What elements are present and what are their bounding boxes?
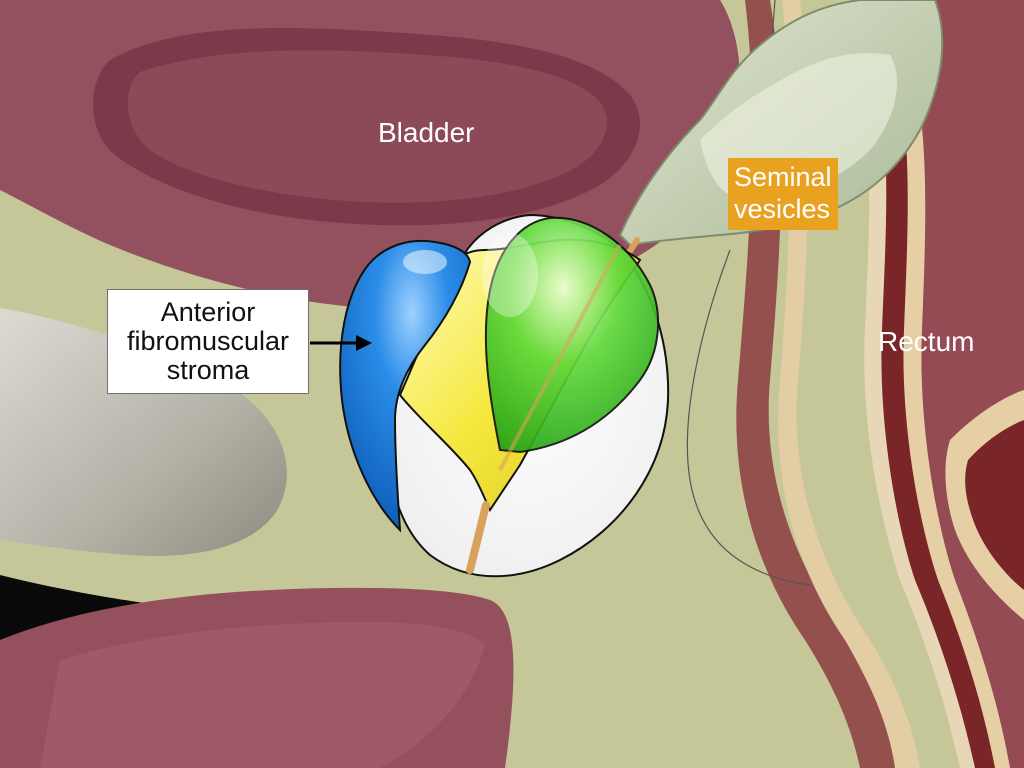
prostatic-urethra [466, 501, 490, 574]
seminal-vesicles-label: Seminal vesicles [728, 158, 838, 230]
urethra-upper [498, 244, 622, 471]
arrow-right-icon [310, 335, 372, 351]
anterior-fibromuscular-stroma [339, 239, 472, 533]
anterior-fibromuscular-stroma-callout: Anterior fibromuscular stroma [107, 289, 309, 394]
callout-line2: fibromuscular [126, 325, 290, 356]
rectum-fold-inner [965, 420, 1024, 590]
pubic-bone [0, 308, 287, 556]
penile-tissue-highlight [40, 622, 485, 768]
seminal-label-line1: Seminal [734, 162, 832, 192]
callout-line1: Anterior [160, 296, 256, 327]
rectum-label: Rectum [878, 326, 975, 357]
denonvilliers-fascia-line [686, 249, 811, 586]
seminal-label-line2: vesicles [734, 194, 831, 225]
callout-line3: stroma [166, 355, 250, 386]
bladder-label: Bladder [378, 117, 475, 148]
transition-zone-highlight [482, 233, 538, 317]
stroma-highlight [403, 250, 447, 274]
bladder-mucosa [127, 50, 607, 203]
rectal-wall-layer [778, 0, 920, 768]
